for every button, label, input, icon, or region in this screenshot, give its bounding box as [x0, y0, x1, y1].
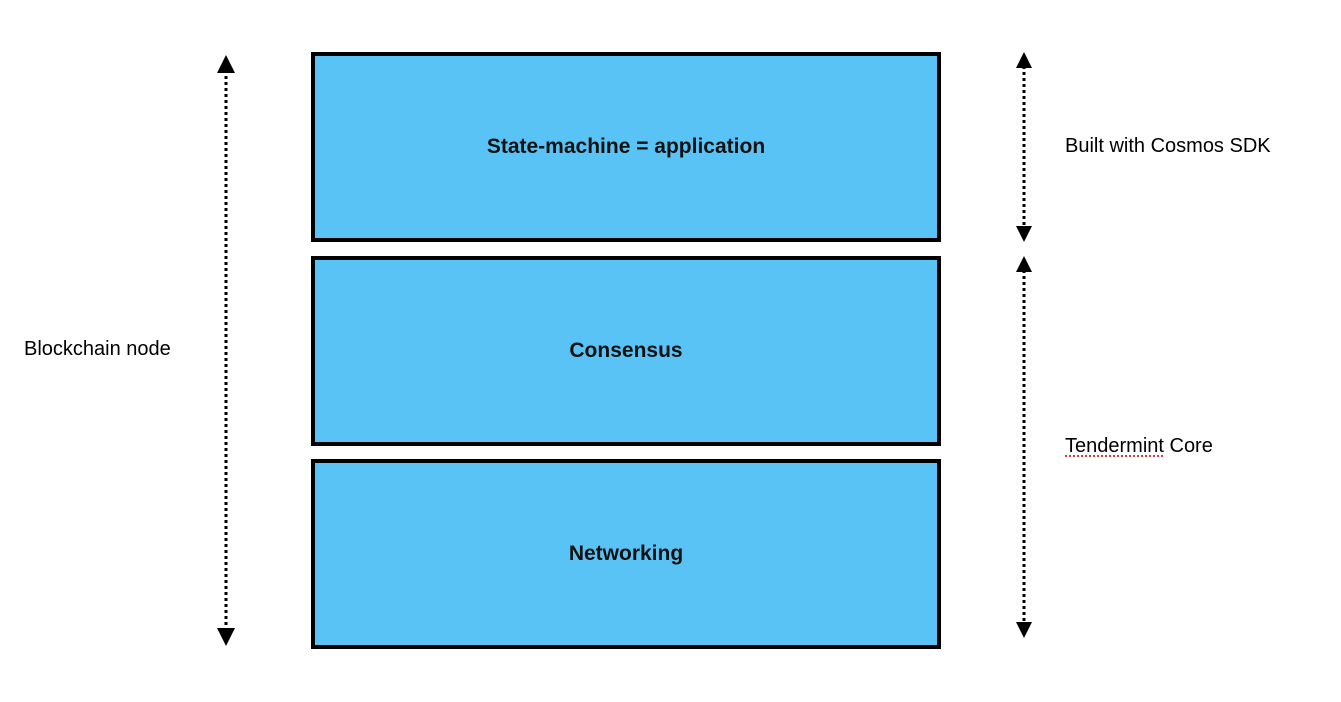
- layer-networking: Networking: [311, 459, 941, 649]
- cosmos-sdk-arrow-head-up: [1016, 52, 1032, 68]
- layer-consensus-label: Consensus: [569, 339, 683, 362]
- core-word: Core: [1163, 435, 1213, 457]
- tendermint-core-arrow-head-up: [1016, 256, 1032, 272]
- cosmos-sdk-label: Built with Cosmos SDK: [1065, 135, 1271, 157]
- blockchain-node-arrow: [217, 55, 235, 646]
- layer-consensus: Consensus: [311, 256, 941, 446]
- blockchain-node-arrow-head-up: [217, 55, 235, 73]
- tendermint-core-arrow: [1016, 256, 1032, 638]
- tendermint-word: Tendermint: [1065, 435, 1164, 457]
- layer-networking-label: Networking: [568, 542, 684, 565]
- tendermint-core-label: Tendermint Core: [1065, 435, 1213, 458]
- layer-application-label: State-machine = application: [486, 135, 766, 158]
- tendermint-core-arrow-head-down: [1016, 622, 1032, 638]
- blockchain-node-arrow-head-down: [217, 628, 235, 646]
- layer-application: State-machine = application: [311, 52, 941, 242]
- cosmos-sdk-arrow-head-down: [1016, 226, 1032, 242]
- blockchain-node-label: Blockchain node: [24, 338, 171, 360]
- cosmos-sdk-arrow: [1016, 52, 1032, 242]
